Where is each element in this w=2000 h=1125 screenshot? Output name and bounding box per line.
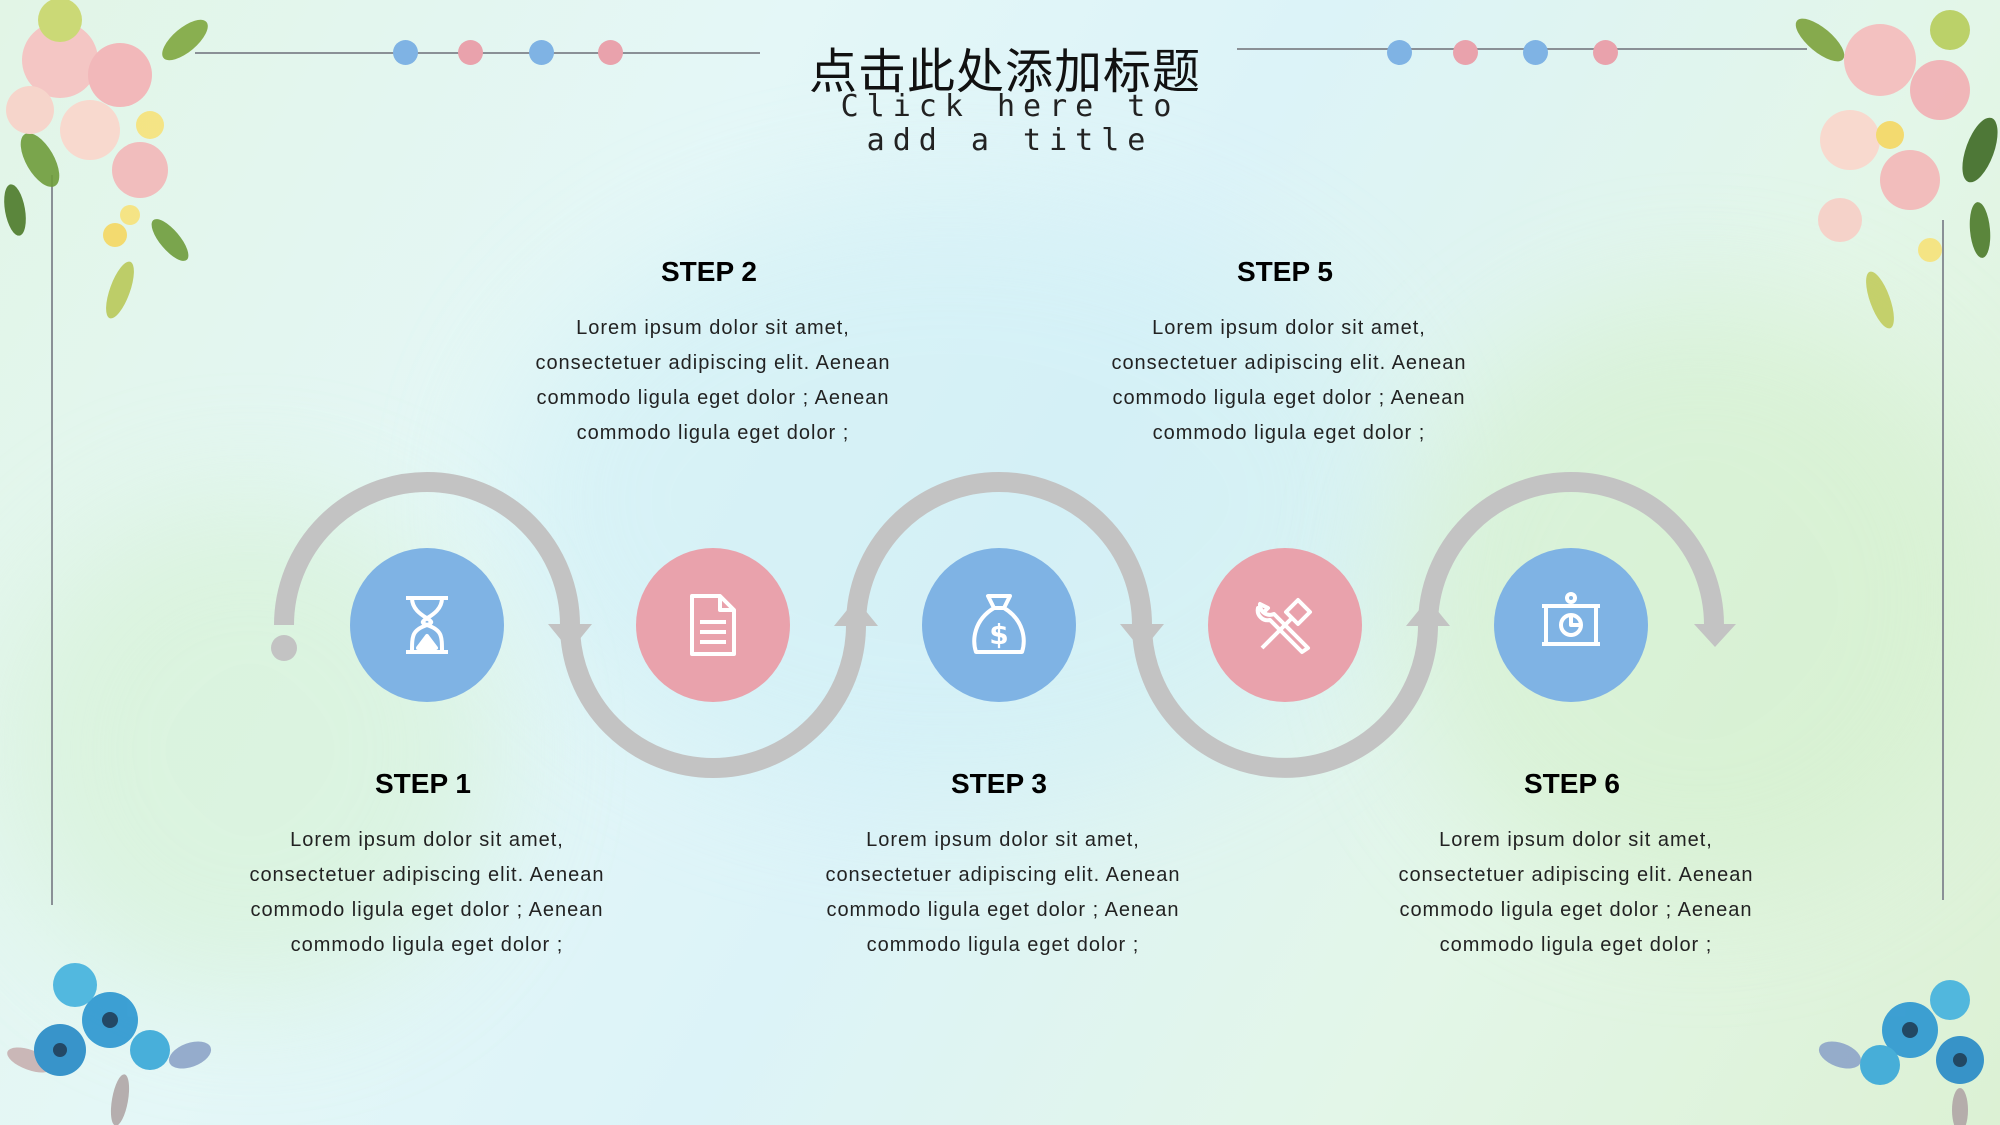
step-2-title: STEP 2 (661, 256, 757, 287)
svg-text:$: $ (989, 618, 1008, 651)
floral-corner-top-right (1795, 10, 1998, 329)
page-subtitle: Click here to add a title (840, 89, 1180, 158)
decor-dot (598, 40, 623, 65)
presentation-chart-icon (1542, 592, 1600, 646)
step-5-circle (1494, 548, 1648, 702)
step-6-title: STEP 6 (1524, 768, 1620, 799)
hourglass-icon (406, 596, 448, 654)
floral-corner-bottom-right (1818, 980, 1984, 1125)
floral-corner-top-left (4, 0, 208, 319)
floral-corner-bottom-left (7, 963, 212, 1125)
frame-left-line (51, 175, 53, 905)
step-2-circle (636, 548, 790, 702)
step-4-circle (1208, 548, 1362, 702)
step-5-title: STEP 5 (1237, 256, 1333, 287)
decor-dot (393, 40, 418, 65)
step-2-description: Lorem ipsum dolor sit amet, consectetuer… (535, 317, 891, 444)
step-1-title: STEP 1 (375, 768, 471, 799)
step-1-circle (350, 548, 504, 702)
decor-dot (1453, 40, 1478, 65)
step-1-description: Lorem ipsum dolor sit amet, consectetuer… (249, 829, 605, 956)
tools-icon (1255, 598, 1312, 654)
money-bag-icon: $ (972, 594, 1026, 654)
frame-top-right-line (1237, 48, 1807, 50)
decor-dot (529, 40, 554, 65)
step-3-description: Lorem ipsum dolor sit amet, consectetuer… (825, 829, 1181, 956)
decor-dot (1593, 40, 1618, 65)
decor-dot (1523, 40, 1548, 65)
decor-dot (1387, 40, 1412, 65)
step-3-title: STEP 3 (951, 768, 1047, 799)
document-icon (690, 594, 736, 656)
decor-dot (458, 40, 483, 65)
step-3-circle: $ (922, 548, 1076, 702)
frame-right-line (1942, 220, 1944, 900)
page-title: 点击此处添加标题 (808, 44, 1201, 100)
step-6-description: Lorem ipsum dolor sit amet, consectetuer… (1398, 829, 1754, 956)
step-5-description: Lorem ipsum dolor sit amet, consectetuer… (1111, 317, 1467, 444)
